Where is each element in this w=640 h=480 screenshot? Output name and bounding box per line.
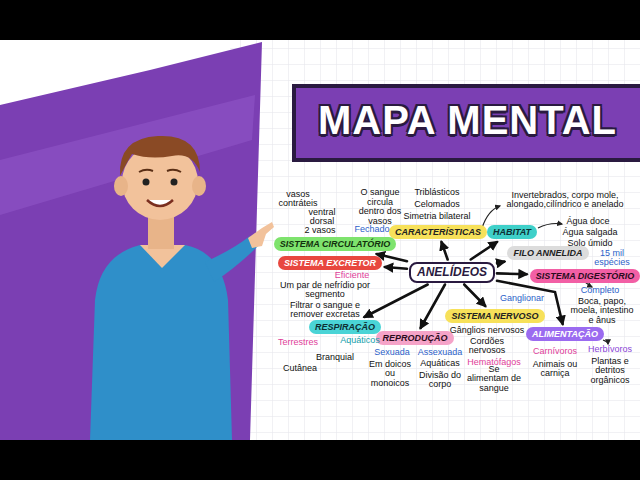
presenter-figure — [90, 136, 274, 440]
node-label: RESPIRAÇÃO — [315, 321, 375, 333]
node-label: SISTEMA CIRCULATÓRIO — [280, 238, 391, 250]
branch-pill: ALIMENTAÇÃO — [526, 327, 604, 341]
branch-arrow — [441, 242, 447, 260]
branch-note: Plantas e detritos orgânicos — [586, 357, 634, 386]
node-label: SISTEMA EXCRETOR — [284, 257, 376, 269]
node-label: SISTEMA NERVOSO — [451, 310, 538, 322]
branch-note: 2 vasos — [304, 226, 335, 236]
branch-arrow — [385, 267, 407, 269]
branch-pill: CARACTERÍSTICAS — [389, 225, 487, 239]
grid-paper — [230, 40, 640, 440]
branch-arrow — [464, 285, 485, 307]
branch-note: Aquáticas — [420, 359, 460, 369]
branch-note: Terrestres — [278, 338, 318, 348]
branch-pill: HABITAT — [487, 225, 537, 239]
branch-note: Carnívoros — [533, 347, 577, 357]
branch-pill: RESPIRAÇÃO — [309, 320, 381, 334]
branch-note: Invertebrados, corpo mole, alongado,cilí… — [499, 191, 631, 210]
branch-note: Filtrar o sangue e remover excretas — [279, 301, 371, 320]
node-label: ANELÍDEOS — [417, 265, 487, 280]
node-label: ALIMENTAÇÃO — [532, 328, 598, 340]
branch-pill: REPRODUÇÃO — [376, 331, 453, 345]
node-label: FILO ANNELIDA — [513, 247, 582, 259]
branch-note: Aquáticos — [340, 336, 380, 346]
branch-note: Solo úmido — [567, 239, 612, 249]
branch-note: vasos contráteis — [278, 190, 318, 209]
branch-note: Gânglios nervosos — [450, 326, 525, 336]
central-topic: ANELÍDEOS — [409, 262, 495, 283]
branch-note: Eficiente — [335, 271, 370, 281]
branch-pill: SISTEMA NERVOSO — [445, 309, 544, 323]
branch-note: Se alimentam de sangue — [467, 365, 522, 394]
branch-note: O sangue circula dentro dos vasos — [357, 188, 403, 226]
title-banner — [296, 88, 640, 158]
branch-note: Água salgada — [562, 228, 617, 238]
branch-arrow — [421, 285, 445, 329]
branch-pill: SISTEMA EXCRETOR — [278, 256, 382, 270]
branch-arrow — [471, 242, 497, 260]
branch-note: Celomados — [414, 200, 460, 210]
branch-note: Um par de nefrídio por segmento — [279, 281, 371, 300]
branch-note: 15 mil espécies — [591, 249, 633, 268]
branch-note: Boca, papo, moela, intestino e ânus — [568, 297, 636, 326]
branch-note: Triblásticos — [414, 188, 459, 198]
branch-arrow — [364, 285, 427, 318]
branch-note: Cutânea — [283, 364, 317, 374]
branch-note: Fechado — [354, 225, 389, 235]
branch-note: Branquial — [316, 353, 354, 363]
node-label: HABITAT — [493, 226, 531, 238]
branch-note: Divisão do corpo — [418, 371, 462, 390]
branch-pill: SISTEMA DIGESTÓRIO — [530, 269, 640, 283]
letterbox-bar — [0, 440, 640, 480]
node-label: SISTEMA DIGESTÓRIO — [536, 270, 635, 282]
branch-note: Herbívoros — [588, 345, 632, 355]
branch-note: Completo — [581, 286, 620, 296]
branch-note: Assexuada — [418, 348, 463, 358]
branch-note: Em doicos ou monoicos — [367, 360, 413, 389]
branch-note: Animais ou carniça — [532, 360, 578, 379]
branch-arrow — [497, 262, 504, 263]
branch-note: Água doce — [566, 217, 609, 227]
purple-panel — [0, 42, 262, 440]
branch-note: Sexuada — [374, 348, 410, 358]
banner-shadow — [292, 84, 640, 162]
branch-arrow — [497, 272, 527, 275]
branch-note: Simetria bilateral — [403, 212, 470, 222]
letterbox-bar — [0, 0, 640, 40]
branch-pill: SISTEMA CIRCULATÓRIO — [274, 237, 397, 251]
title-text: MAPA MENTAL — [300, 98, 635, 143]
branch-note: Cordões nervosos — [464, 337, 510, 356]
node-label: REPRODUÇÃO — [382, 332, 447, 344]
node-label: CARACTERÍSTICAS — [395, 226, 481, 238]
branch-note: Ganglionar — [500, 294, 544, 304]
